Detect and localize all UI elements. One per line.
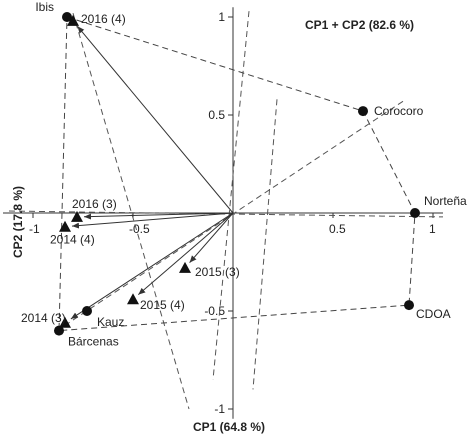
point-label: 2015 (4) bbox=[140, 298, 185, 312]
y-tick-label: 0.5 bbox=[208, 108, 225, 122]
triangle-point bbox=[71, 210, 83, 222]
circle-point bbox=[410, 208, 420, 218]
point-label: 2014 (4) bbox=[50, 233, 95, 247]
point-label: 2015 (3) bbox=[195, 265, 240, 279]
vector-arrow bbox=[189, 212, 234, 263]
y-tick-label: -0.5 bbox=[204, 304, 225, 318]
triangle-point bbox=[59, 316, 71, 328]
x-tick-label: -0.5 bbox=[129, 222, 150, 236]
x-axis-title: CP1 (64.8 %) bbox=[193, 420, 265, 434]
triangle-point bbox=[67, 14, 79, 26]
point-label: 2014 (3) bbox=[21, 311, 66, 325]
circle-point bbox=[54, 325, 64, 336]
vector-arrow bbox=[70, 212, 234, 320]
projection-line bbox=[252, 99, 278, 390]
projection-line bbox=[72, 12, 190, 410]
circle-point bbox=[404, 300, 414, 311]
chart-title: CP1 + CP2 (82.6 %) bbox=[305, 18, 414, 32]
triangle-point bbox=[59, 220, 71, 232]
hull-polygon bbox=[58, 16, 416, 332]
biplot-vectors bbox=[70, 25, 234, 320]
circle-point bbox=[82, 306, 92, 316]
y-axis-title: CP2 (17.8 %) bbox=[11, 186, 25, 258]
y-tick-label: 1 bbox=[218, 10, 225, 24]
circle-point bbox=[62, 12, 72, 22]
point-label: Norteña bbox=[424, 194, 467, 208]
point-label: Kauz bbox=[97, 315, 124, 329]
point-label: 2016 (4) bbox=[81, 12, 126, 26]
circle-point bbox=[358, 106, 368, 117]
vector-arrow bbox=[77, 25, 234, 214]
axes: -1 -0.5 0.5 1 1 0.5 -0.5 -1 bbox=[3, 7, 443, 419]
point-label: CDOA bbox=[416, 307, 451, 321]
convex-hull bbox=[58, 16, 416, 332]
point-label: 2016 (3) bbox=[72, 197, 117, 211]
triangle-point bbox=[179, 261, 191, 273]
x-tick-label: -1 bbox=[29, 222, 40, 236]
triangle-point bbox=[127, 293, 139, 305]
point-label: Corocoro bbox=[374, 104, 424, 118]
x-tick-label: 0.5 bbox=[329, 222, 346, 236]
vector-arrow bbox=[83, 212, 234, 220]
projection-line bbox=[8, 210, 444, 218]
point-label: Bárcenas bbox=[68, 335, 119, 349]
vector-arrow bbox=[137, 212, 234, 296]
y-tick-label: -1 bbox=[214, 402, 225, 416]
vector-arrow bbox=[71, 212, 234, 229]
data-points bbox=[54, 12, 420, 336]
point-label: Ibis bbox=[35, 0, 54, 14]
x-tick-label: 1 bbox=[429, 222, 436, 236]
